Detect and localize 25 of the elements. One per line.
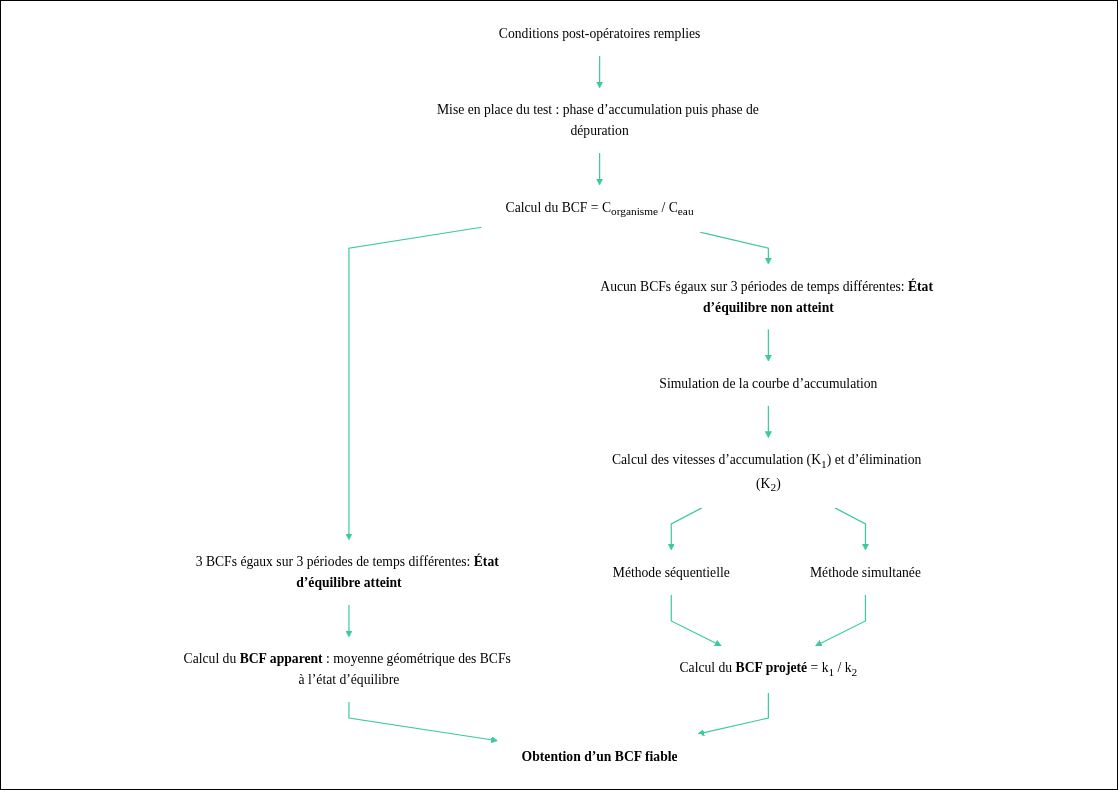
arrow [699,231,773,265]
node-text: Calcul du BCF projeté = k$_{1}$ / k$_{2}$ [679,660,858,679]
node-text: 3 BCFs égaux sur 3 périodes de temps différentes: État d’équilibre atteint [196,554,500,591]
arrow [697,692,770,737]
node-text: Méthode simultanée [810,564,922,580]
arrow [348,701,499,744]
node-text: Aucun BCFs égaux sur 3 périodes de temps différentes: État d’équilibre non atteint [600,278,934,315]
node-text: Calcul des vitesses d’accumulation (K$_{1}$) et d’élimination (K$_{2}$) [612,452,922,494]
arrow [345,604,353,638]
node-text: Mise en place du test : phase d’accumulation puis phase de dépuration [437,102,760,139]
arrow [765,328,773,362]
arrow [671,594,722,647]
arrow [765,405,773,439]
arrow [668,507,703,551]
arrow [596,152,604,186]
arrow [596,55,604,89]
node-text: Méthode séquentielle [613,564,731,580]
node-text: Obtention d’un BCF fiable [521,748,678,764]
node-text: Calcul du BCF apparent : moyenne géométrique des BCFs à l’état d’équilibre [183,651,512,688]
node-text: Simulation de la courbe d’accumulation [659,375,878,391]
node-text: Calcul du BCF = C$_{organisme}$ / C$_{eau}$ [505,199,694,218]
arrow [815,594,867,647]
arrow [834,507,870,551]
arrow [345,226,483,541]
node-text: Conditions post-opératoires remplies [499,25,701,42]
